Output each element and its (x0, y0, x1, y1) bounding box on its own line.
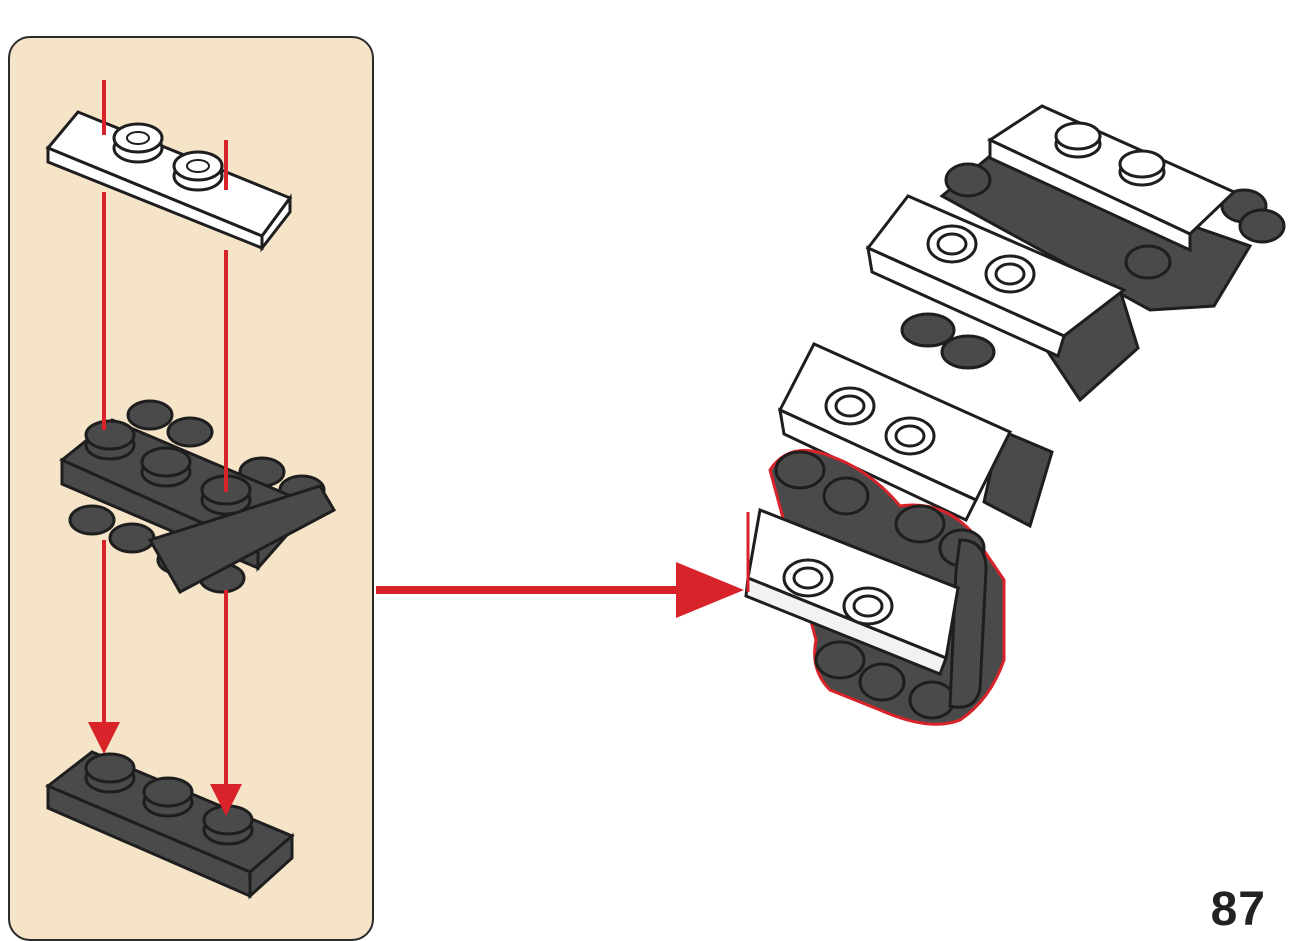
dark-plate-1x3 (48, 752, 292, 896)
main-assembly (746, 106, 1284, 724)
page-number: 87 (1211, 882, 1266, 937)
stud (114, 124, 162, 162)
arrow-right-icon (376, 562, 744, 618)
stud (174, 152, 222, 190)
white-plate-1x2 (48, 112, 290, 248)
